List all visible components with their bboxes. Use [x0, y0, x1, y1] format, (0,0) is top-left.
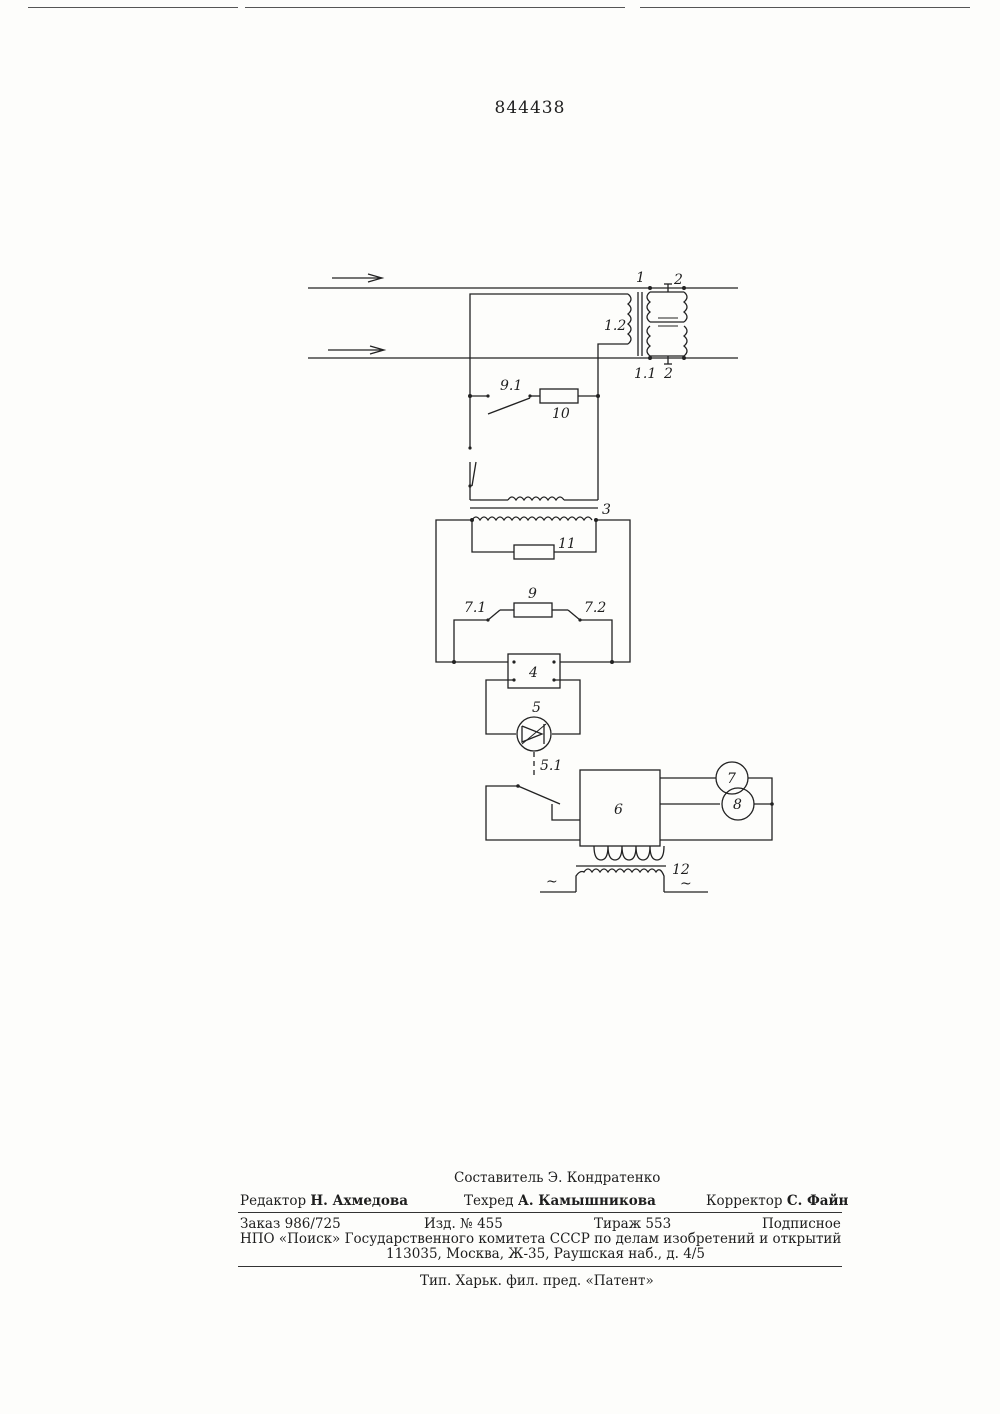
organization: НПО «Поиск» Государственного комитета СС… — [240, 1231, 841, 1247]
editor-credit: Редактор Н. Ахмедова — [240, 1193, 408, 1209]
order-number: Заказ 986/725 — [240, 1216, 341, 1232]
corrector-credit: Корректор С. Файн — [706, 1193, 848, 1209]
corrector-role: Корректор — [706, 1193, 783, 1209]
circulation: Тираж 553 — [594, 1216, 671, 1232]
subscription: Подписное — [762, 1216, 841, 1232]
address: 113035, Москва, Ж-35, Раушская наб., д. … — [386, 1246, 705, 1262]
techred-role: Техред — [464, 1193, 514, 1209]
edition-number: Изд. № 455 — [424, 1216, 503, 1232]
compiler-line: Составитель Э. Кондратенко — [454, 1170, 660, 1186]
techred-credit: Техред А. Камышникова — [464, 1193, 656, 1209]
corrector-name: С. Файн — [787, 1193, 849, 1209]
editor-role: Редактор — [240, 1193, 306, 1209]
colophon-rule-1 — [238, 1212, 842, 1213]
printer: Тип. Харьк. фил. пред. «Патент» — [420, 1273, 654, 1289]
colophon-rule-2 — [238, 1266, 842, 1267]
editor-name: Н. Ахмедова — [310, 1193, 408, 1209]
techred-name: А. Камышникова — [518, 1193, 656, 1209]
